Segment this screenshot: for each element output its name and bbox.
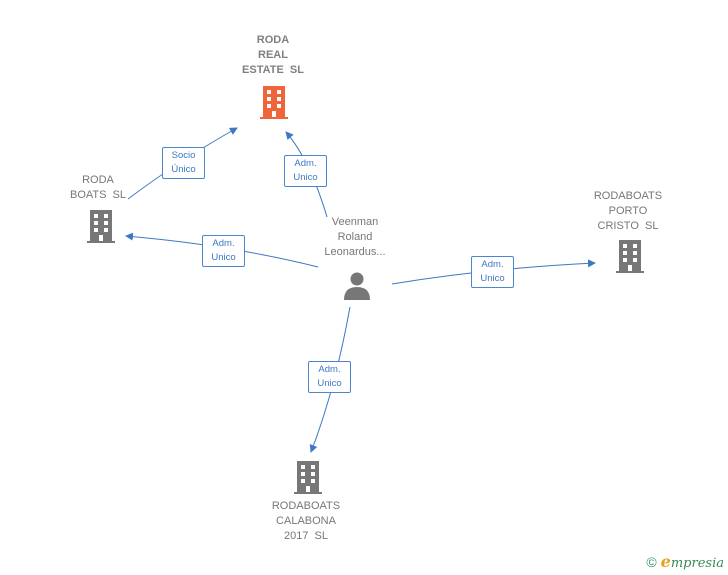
relation-adm-calabona[interactable]: Adm. Unico xyxy=(308,361,351,393)
relation-adm-real-estate[interactable]: Adm. Unico xyxy=(284,155,327,187)
relation-socio-unico[interactable]: Socio Único xyxy=(162,147,205,179)
relation-line1: Adm. xyxy=(318,364,341,375)
building-icon-roda-boats[interactable] xyxy=(86,208,116,244)
copyright-symbol: © xyxy=(646,553,657,570)
relation-line1: Adm. xyxy=(481,259,504,270)
relation-line2: Unico xyxy=(293,172,318,183)
relation-line1: Adm. xyxy=(212,238,235,249)
node-label-rodaboats-calabona[interactable]: RODABOATS CALABONA 2017 SL xyxy=(271,500,341,542)
node-label-person[interactable]: Veenman Roland Leonardus... xyxy=(324,216,386,258)
relation-adm-porto-cristo[interactable]: Adm. Unico xyxy=(471,256,514,288)
relation-line2: Unico xyxy=(211,252,236,263)
empresia-logo[interactable]: empresia xyxy=(660,552,724,571)
relation-line2: Único xyxy=(171,164,196,175)
relation-line1: Socio xyxy=(171,150,196,161)
node-label-roda-real-estate[interactable]: RODA REAL ESTATE SL xyxy=(242,34,304,76)
node-label-rodaboats-porto-cristo[interactable]: RODABOATS PORTO CRISTO SL xyxy=(593,190,663,232)
building-icon-rodaboats-calabona[interactable] xyxy=(293,459,323,495)
relation-line2: Unico xyxy=(317,378,342,389)
relation-line1: Adm. xyxy=(294,158,317,169)
relation-line2: Unico xyxy=(480,273,505,284)
building-icon-rodaboats-porto-cristo[interactable] xyxy=(615,238,645,274)
footer-brand[interactable]: © empresia xyxy=(646,552,724,571)
person-icon[interactable] xyxy=(342,270,372,300)
relation-adm-roda-boats[interactable]: Adm. Unico xyxy=(202,235,245,267)
node-label-roda-boats[interactable]: RODA BOATS SL xyxy=(69,174,127,201)
building-icon-roda-real-estate[interactable] xyxy=(259,84,289,120)
